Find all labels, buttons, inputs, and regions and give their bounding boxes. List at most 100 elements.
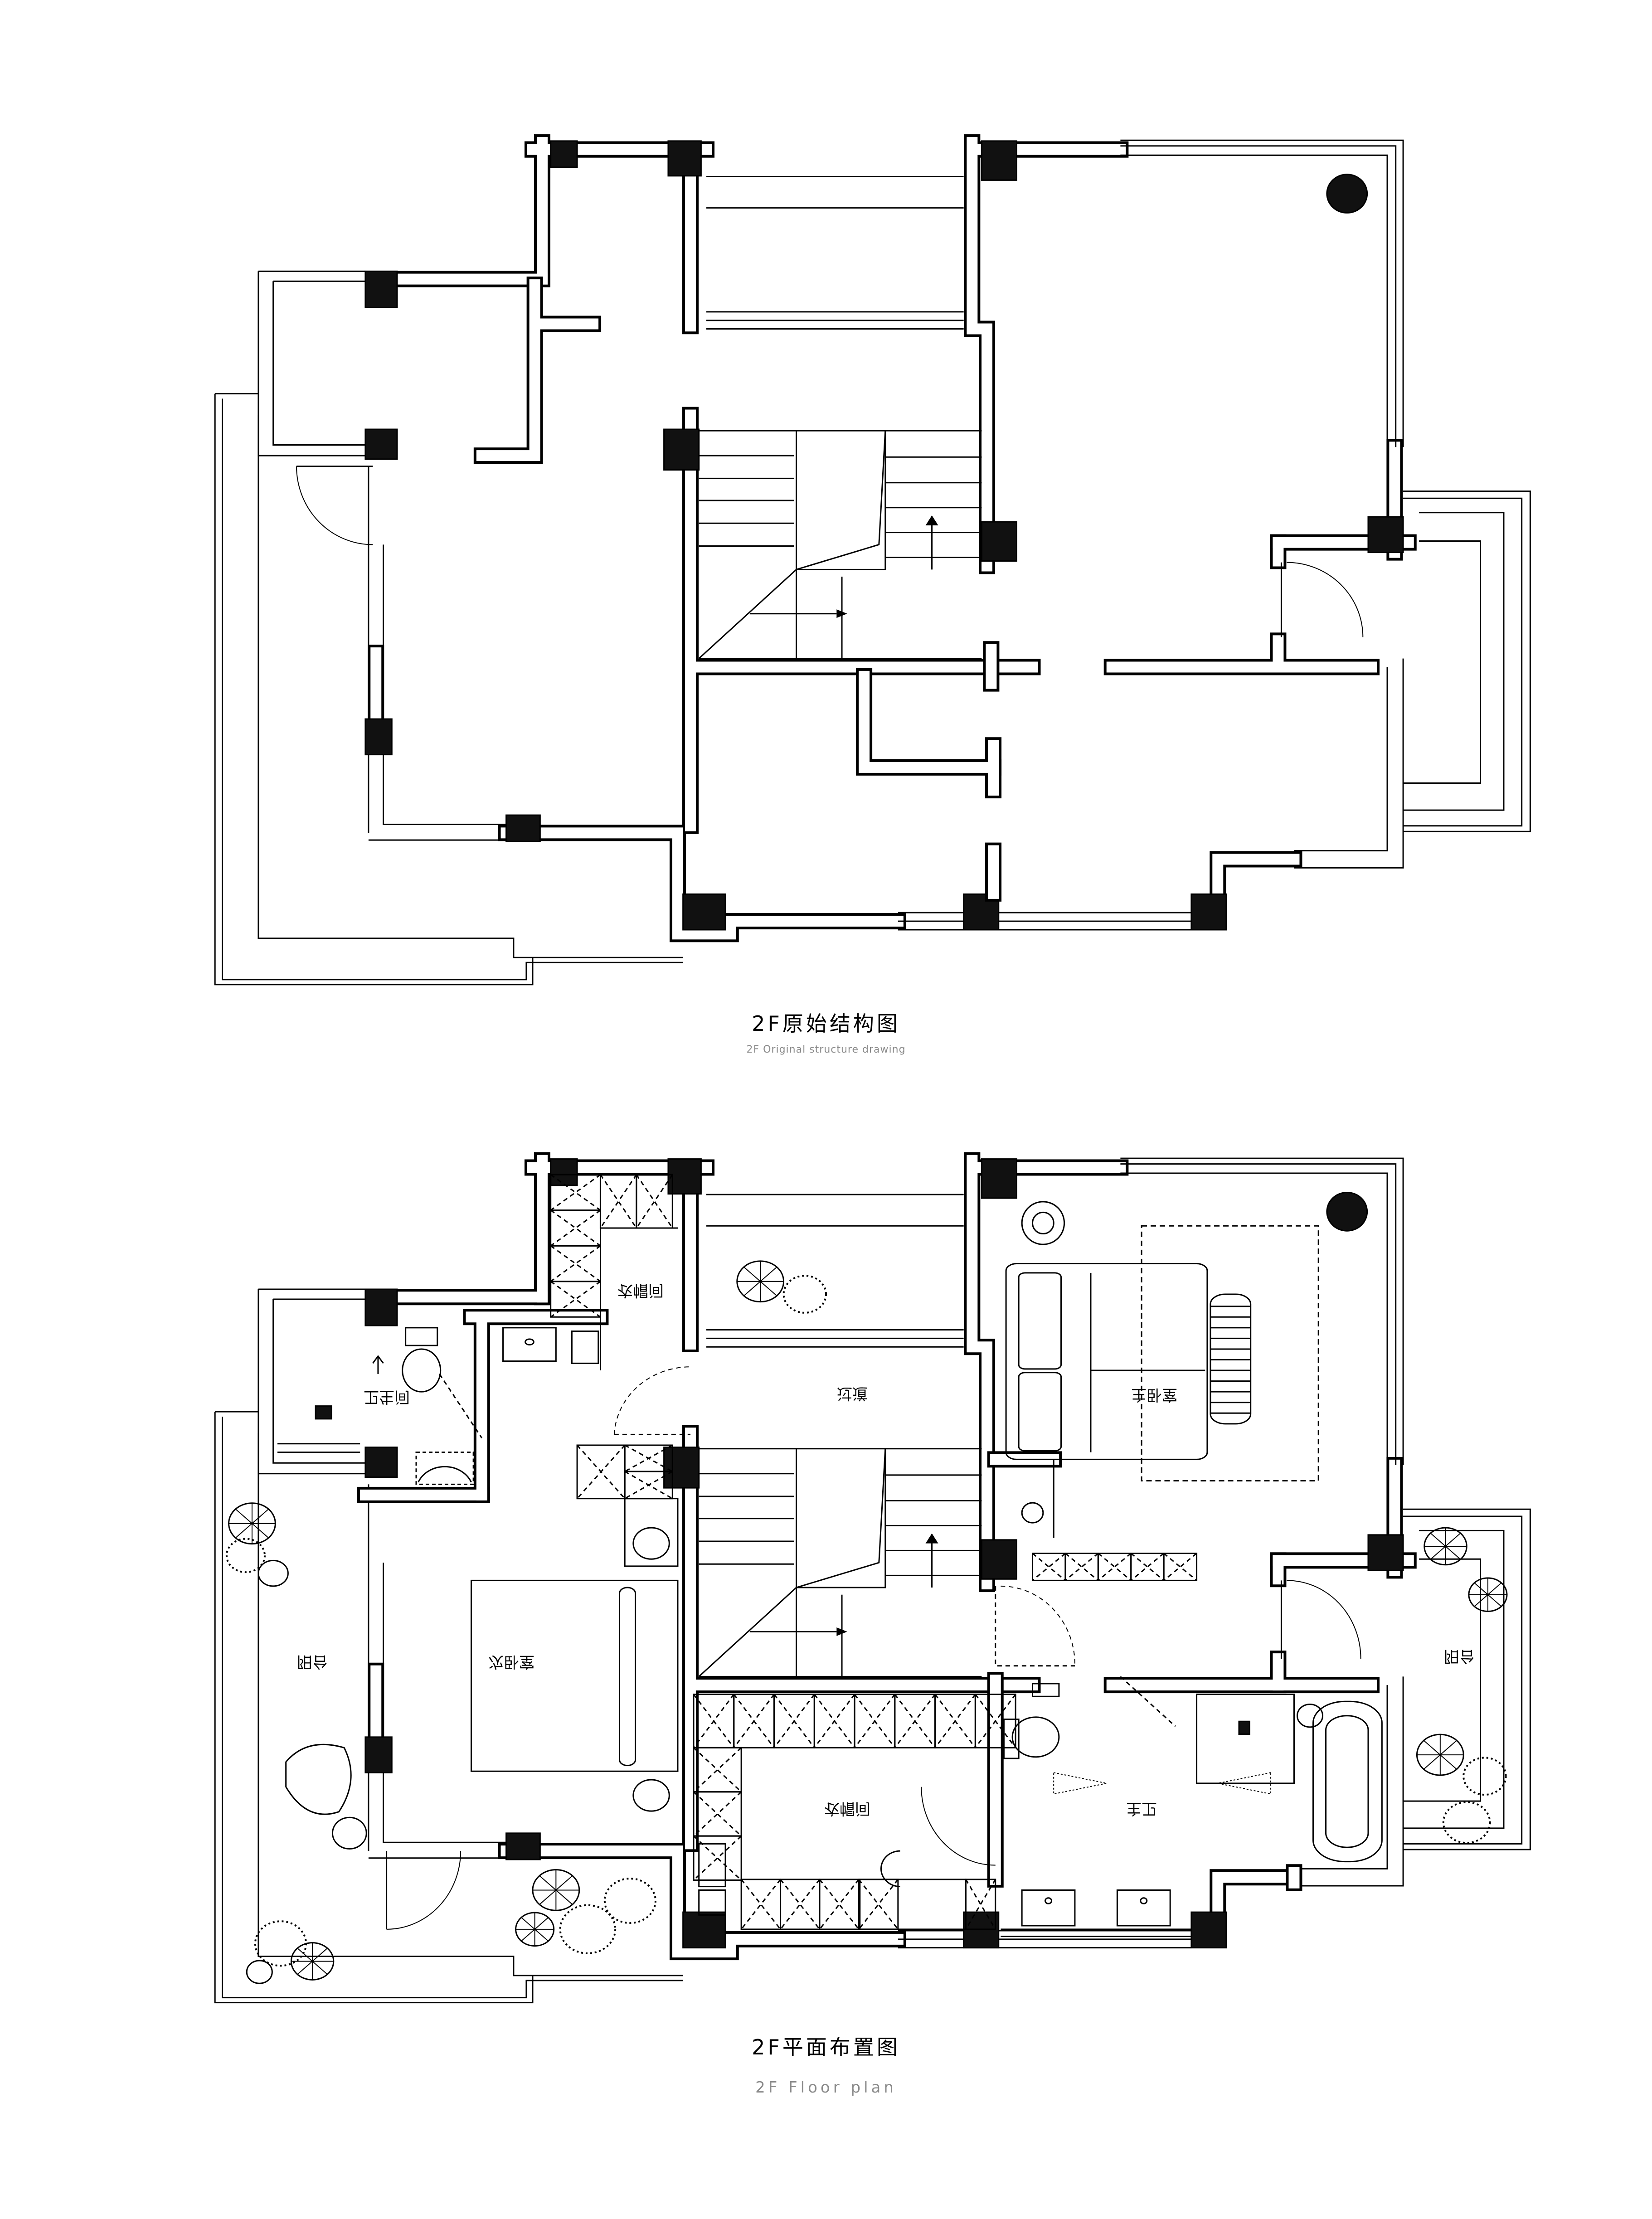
structural-column [365, 271, 397, 307]
wardrobe-cross [1033, 1554, 1065, 1581]
wardrobe-cross [741, 1879, 780, 1929]
wardrobe-cell [966, 1879, 995, 1929]
toilet-tank [406, 1328, 437, 1345]
stair-arrow-icon [925, 515, 938, 525]
balcony-or-stair-line [1120, 1173, 1387, 1465]
glass-door-swing [1054, 1772, 1107, 1794]
shrub-icon [1443, 1802, 1490, 1843]
balcony-or-stair-line [1120, 1164, 1395, 1465]
wardrobe-cross [551, 1210, 601, 1246]
structure-shell [215, 140, 1530, 985]
balcony-or-stair-line [1403, 1559, 1481, 1801]
toilet-tank [1004, 1719, 1019, 1758]
shaft-box [1033, 1684, 1059, 1696]
balcony-or-stair-line [1294, 667, 1387, 850]
wall-fill [1218, 859, 1294, 894]
structure-shell [215, 1158, 1530, 2003]
balcony-or-stair-line [258, 271, 365, 456]
wardrobe-cross [1164, 1554, 1196, 1581]
tree-branch [1424, 1755, 1440, 1769]
balcony-or-stair-line [1403, 1516, 1522, 1844]
tree-branch [252, 1509, 268, 1524]
tree-branch [535, 1929, 549, 1941]
room-label-master-bathroom: 主卫 [1126, 1799, 1157, 1818]
tree-branch [1440, 1755, 1457, 1769]
balcony-or-stair-line [1403, 1530, 1504, 1828]
bed-master [1006, 1263, 1207, 1459]
structural-column [964, 1912, 999, 1948]
tree-branch [535, 1918, 549, 1929]
wardrobe-cell [694, 1836, 741, 1880]
structural-column [365, 1447, 397, 1477]
tree-branch [1424, 1740, 1440, 1755]
shower-head-icon [316, 1406, 331, 1419]
balcony-or-stair-line [1294, 1676, 1403, 1886]
mirror-cabinet [699, 1890, 725, 1915]
balcony-or-stair-line [1120, 140, 1403, 447]
wardrobe-cross [694, 1792, 741, 1836]
tree-branch [760, 1267, 777, 1282]
balcony-or-stair-line [1120, 155, 1387, 447]
tree-branch [312, 1948, 327, 1962]
wall-fill [864, 676, 993, 767]
wardrobe-cross [781, 1879, 820, 1929]
nightstand [625, 1499, 678, 1566]
wall-fill [972, 142, 987, 566]
toilet-icon [403, 1349, 441, 1392]
tree-branch [744, 1282, 760, 1296]
structural-column [668, 141, 701, 176]
wall-fill [1218, 1877, 1294, 1912]
balcony-or-stair-line [1403, 491, 1530, 832]
structural-column [551, 1159, 577, 1185]
room-label-balcony-west: 阳台 [297, 1652, 328, 1671]
tree-branch [521, 1918, 535, 1929]
wardrobe-cross [551, 1246, 601, 1282]
bed-bench [1210, 1294, 1251, 1424]
wardrobe-cross [1098, 1554, 1131, 1581]
shrub-icon [560, 1905, 615, 1953]
door-swing-arc [387, 1851, 461, 1929]
tree-branch [312, 1962, 327, 1975]
wardrobe-cross [694, 1792, 741, 1836]
washbasin [1117, 1890, 1170, 1926]
wardrobe-cross [551, 1282, 601, 1317]
lounge-chair-icon [286, 1744, 351, 1814]
tree-branch [297, 1948, 312, 1962]
wall [864, 676, 993, 767]
tree-branch [236, 1509, 252, 1524]
room-label-bathroom: 卫生间 [364, 1388, 410, 1406]
tree-branch [1430, 1546, 1445, 1559]
wall [482, 285, 535, 456]
tree-branch [236, 1524, 252, 1538]
tree-icon [258, 1560, 288, 1586]
plan-subtitle-original: 2F Original structure drawing [746, 1044, 906, 1055]
door-leaf [996, 1586, 1075, 1666]
door-swing-arc [1287, 563, 1363, 637]
glass-door-swing [1218, 1772, 1271, 1794]
door-swing-arc [296, 466, 373, 545]
wardrobe-cross [1131, 1554, 1164, 1581]
balcony-or-stair-line [1403, 498, 1522, 825]
structural-column [551, 141, 577, 167]
shower-head-icon [1239, 1721, 1249, 1734]
wall-fill [506, 833, 898, 934]
wardrobe-cross [1065, 1554, 1098, 1581]
room-label-second-bedroom: 次卧室 [488, 1652, 534, 1671]
tree-branch [1474, 1595, 1488, 1607]
wardrobe-cross [551, 1175, 601, 1210]
tree-icon [247, 1961, 272, 1983]
bed-pillow [1019, 1273, 1061, 1369]
bed-second-bedroom [471, 1580, 678, 1771]
wardrobe-cross [694, 1695, 734, 1748]
wardrobe-cross [741, 1879, 780, 1929]
structural-column [668, 1159, 701, 1194]
balcony-or-stair-line [1403, 541, 1481, 783]
wall-fill [506, 1851, 898, 1952]
room-label-cloakroom-south: 衣帽间 [824, 1799, 870, 1818]
lamp-icon [1033, 1212, 1054, 1233]
structural-column [365, 429, 397, 459]
balcony-or-stair-line [384, 544, 506, 824]
balcony-or-stair-line [258, 415, 683, 958]
direction-arrow-icon [373, 1356, 383, 1374]
tree-branch [252, 1524, 268, 1538]
